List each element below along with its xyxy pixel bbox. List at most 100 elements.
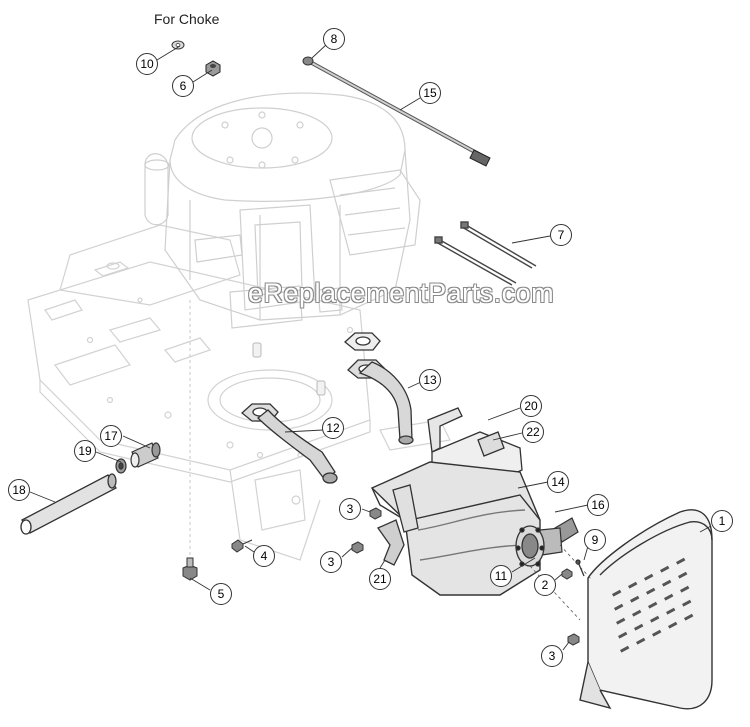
engine-block — [144, 92, 421, 329]
callout-22: 22 — [522, 421, 544, 443]
callout-12: 12 — [322, 417, 344, 439]
part-5-bolt — [182, 557, 198, 581]
callout-22-label: 22 — [526, 425, 540, 439]
callout-4: 4 — [253, 545, 275, 567]
callout-1-label: 1 — [719, 514, 726, 528]
callout-2-label: 2 — [542, 578, 549, 592]
callout-4-label: 4 — [261, 549, 268, 563]
leader-8 — [311, 43, 328, 59]
callout-11-label: 11 — [495, 569, 508, 583]
callout-3c: 3 — [541, 645, 563, 667]
callout-20: 20 — [520, 395, 542, 417]
callout-5: 5 — [210, 583, 232, 605]
leader-10 — [156, 45, 181, 61]
part-13-exhaust-pipe — [343, 332, 414, 445]
leader-21 — [379, 559, 386, 569]
leader-3b — [341, 547, 353, 558]
leader-lines — [29, 43, 712, 651]
callout-6: 6 — [172, 75, 194, 97]
leader-6 — [192, 69, 213, 83]
leader-9 — [583, 545, 589, 561]
callout-3c-label: 3 — [549, 649, 556, 663]
leader-20 — [487, 407, 521, 421]
part-17-coupler — [130, 442, 161, 468]
callout-8-label: 8 — [331, 32, 338, 46]
callout-17: 17 — [100, 425, 122, 447]
leader-7 — [511, 235, 551, 244]
part-2-screw — [561, 568, 573, 580]
diagram-title: For Choke — [154, 11, 220, 27]
part-18-pipe — [20, 473, 117, 535]
part-12-exhaust-pipe — [240, 403, 338, 484]
callout-7: 7 — [550, 224, 572, 246]
part-1-muffler-guard — [579, 509, 713, 710]
callout-18: 18 — [8, 479, 30, 501]
callout-6-label: 6 — [180, 79, 187, 93]
callout-15-label: 15 — [423, 86, 437, 100]
leader-14 — [517, 481, 549, 489]
part-10-washer — [171, 40, 185, 50]
part-14-muffler — [370, 461, 541, 596]
callout-12-label: 12 — [326, 421, 340, 435]
leader-4 — [244, 545, 255, 553]
callout-9-label: 9 — [592, 533, 599, 547]
callout-3a: 3 — [339, 498, 361, 520]
callout-17-label: 17 — [104, 429, 118, 443]
callout-20-label: 20 — [524, 399, 538, 413]
callout-7-label: 7 — [558, 228, 565, 242]
leader-3a — [361, 508, 371, 513]
leader-15 — [399, 97, 421, 111]
callouts: 1 2 3 3 3 4 5 6 — [8, 28, 733, 667]
callout-19: 19 — [74, 440, 96, 462]
callout-5-label: 5 — [218, 587, 225, 601]
callout-14: 14 — [547, 471, 569, 493]
callout-13-label: 13 — [423, 373, 437, 387]
leader-dashed — [529, 544, 593, 621]
callout-21: 21 — [369, 568, 391, 590]
leader-12 — [284, 429, 324, 433]
leader-17 — [122, 435, 151, 449]
callout-9: 9 — [584, 529, 606, 551]
callout-1: 1 — [711, 510, 733, 532]
callout-21-label: 21 — [373, 572, 387, 586]
part-16-spark-arrestor — [539, 517, 579, 556]
part-21-bracket — [377, 484, 419, 566]
engine-studs — [189, 300, 326, 560]
leader-11 — [511, 557, 536, 573]
callout-11: 11 — [490, 565, 512, 587]
part-15-rod — [302, 56, 491, 167]
part-4-bolt — [231, 539, 253, 553]
callout-10-label: 10 — [140, 57, 154, 71]
part-9-pin — [575, 559, 585, 577]
callout-8: 8 — [323, 28, 345, 50]
leader-13 — [407, 381, 422, 389]
callout-15: 15 — [419, 82, 441, 104]
callout-3b: 3 — [320, 551, 342, 573]
callout-3a-label: 3 — [347, 502, 354, 516]
tractor-frame — [27, 224, 451, 561]
leader-3c — [562, 641, 570, 651]
leader-2 — [554, 573, 563, 581]
leader-19 — [95, 451, 122, 463]
callout-16: 16 — [587, 494, 609, 516]
leader-1 — [699, 525, 712, 533]
part-7-cable-ties — [434, 221, 537, 286]
callout-13: 13 — [419, 369, 441, 391]
leader-22 — [492, 432, 523, 441]
callout-3b-label: 3 — [328, 555, 335, 569]
part-19-nut — [115, 458, 127, 474]
leader-5 — [189, 577, 211, 591]
callout-16-label: 16 — [591, 498, 605, 512]
callout-14-label: 14 — [551, 475, 565, 489]
part-11-outlet-flange — [515, 525, 545, 567]
leader-18 — [29, 491, 56, 503]
watermark-text: eReplacementParts.com — [248, 278, 555, 308]
callout-18-label: 18 — [12, 483, 26, 497]
part-3-screw — [351, 507, 580, 646]
callout-2: 2 — [534, 574, 556, 596]
callout-19-label: 19 — [78, 444, 92, 458]
callout-10: 10 — [136, 53, 158, 75]
part-6-nut — [205, 60, 221, 77]
